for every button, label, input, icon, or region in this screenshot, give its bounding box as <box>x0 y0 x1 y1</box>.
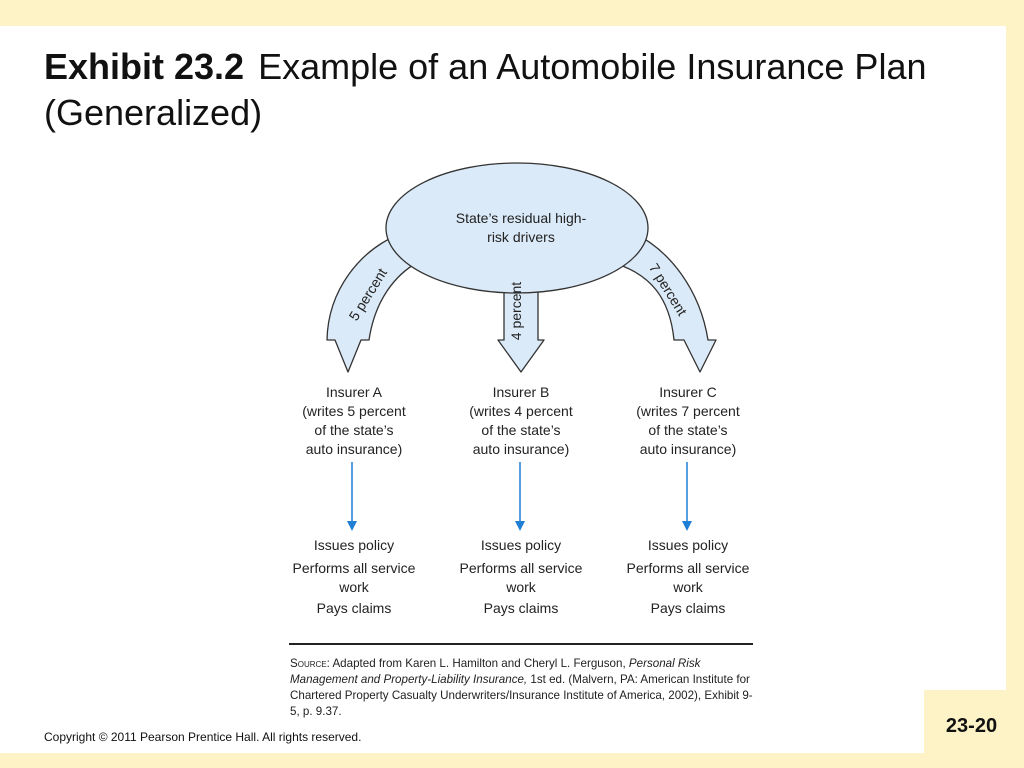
insurer-a-block: Insurer A (writes 5 percent of the state… <box>269 383 439 459</box>
exhibit-title: Example of an Automobile Insurance Plan … <box>44 46 927 133</box>
duty-service-line-1: Performs all service <box>292 560 416 576</box>
duty-pays-claims: Pays claims <box>316 600 392 616</box>
insurer-b-share: (writes 4 percent <box>469 403 573 419</box>
duty-issues-policy: Issues policy <box>647 537 729 553</box>
insurer-c-of: of the state’s <box>648 422 728 438</box>
insurer-c-share: (writes 7 percent <box>636 403 740 419</box>
duty-service-line-2: work <box>339 579 369 595</box>
duty-service-line-1: Performs all service <box>626 560 750 576</box>
pool-label-line-2: risk drivers <box>487 229 555 245</box>
source-label: Source: <box>290 657 330 670</box>
duty-issues-policy: Issues policy <box>480 537 562 553</box>
arrow-insurer-a <box>326 233 419 373</box>
insurer-c-duties: Issues policy Performs all service work P… <box>603 536 773 622</box>
source-text-1: Adapted from Karen L. Hamilton and Chery… <box>332 657 626 670</box>
insurer-b-duties: Issues policy Performs all service work P… <box>436 536 606 622</box>
duty-pays-claims: Pays claims <box>483 600 559 616</box>
insurer-c-name: Insurer C <box>659 384 717 400</box>
insurer-a-of: of the state’s <box>314 422 394 438</box>
page-number: 23-20 <box>945 715 998 737</box>
residual-pool-ellipse <box>385 162 649 294</box>
right-band <box>1006 0 1024 768</box>
insurer-a-name: Insurer A <box>325 384 383 400</box>
duty-service-work: Performs all service work <box>436 559 606 597</box>
source-divider <box>289 643 753 645</box>
arrow-label-insurer-b: 4 percent <box>508 282 524 340</box>
exhibit-number: Exhibit 23.2 <box>44 46 245 87</box>
duty-service-work: Performs all service work <box>603 559 773 597</box>
insurer-a-auto: auto insurance) <box>305 441 403 457</box>
insurer-a-duties: Issues policy Performs all service work P… <box>269 536 439 622</box>
duty-issues-policy: Issues policy <box>313 537 395 553</box>
insurer-a-share: (writes 5 percent <box>302 403 406 419</box>
insurer-b-block: Insurer B (writes 4 percent of the state… <box>436 383 606 459</box>
copyright-notice: Copyright © 2011 Pearson Prentice Hall. … <box>44 730 362 744</box>
duty-pays-claims: Pays claims <box>650 600 726 616</box>
top-band <box>0 0 1024 26</box>
duty-service-work: Performs all service work <box>269 559 439 597</box>
arrow-insurer-c <box>609 231 717 373</box>
insurer-b-name: Insurer B <box>492 384 550 400</box>
bottom-band <box>0 753 1024 768</box>
insurer-b-auto: auto insurance) <box>472 441 570 457</box>
pool-label-line-1: State’s residual high- <box>456 210 587 226</box>
insurer-c-block: Insurer C (writes 7 percent of the state… <box>603 383 773 459</box>
insurer-b-of: of the state’s <box>481 422 561 438</box>
duty-service-line-2: work <box>673 579 703 595</box>
source-book-title: Personal Risk Management and Property-Li… <box>290 657 701 686</box>
insurer-c-auto: auto insurance) <box>639 441 737 457</box>
page-number-box <box>924 690 1024 768</box>
duty-service-line-1: Performs all service <box>459 560 583 576</box>
source-text-2: 1st ed. (Malvern, PA: American Institute… <box>290 673 753 718</box>
duty-service-line-2: work <box>506 579 536 595</box>
source-citation: Source: Adapted from Karen L. Hamilton a… <box>290 656 760 720</box>
